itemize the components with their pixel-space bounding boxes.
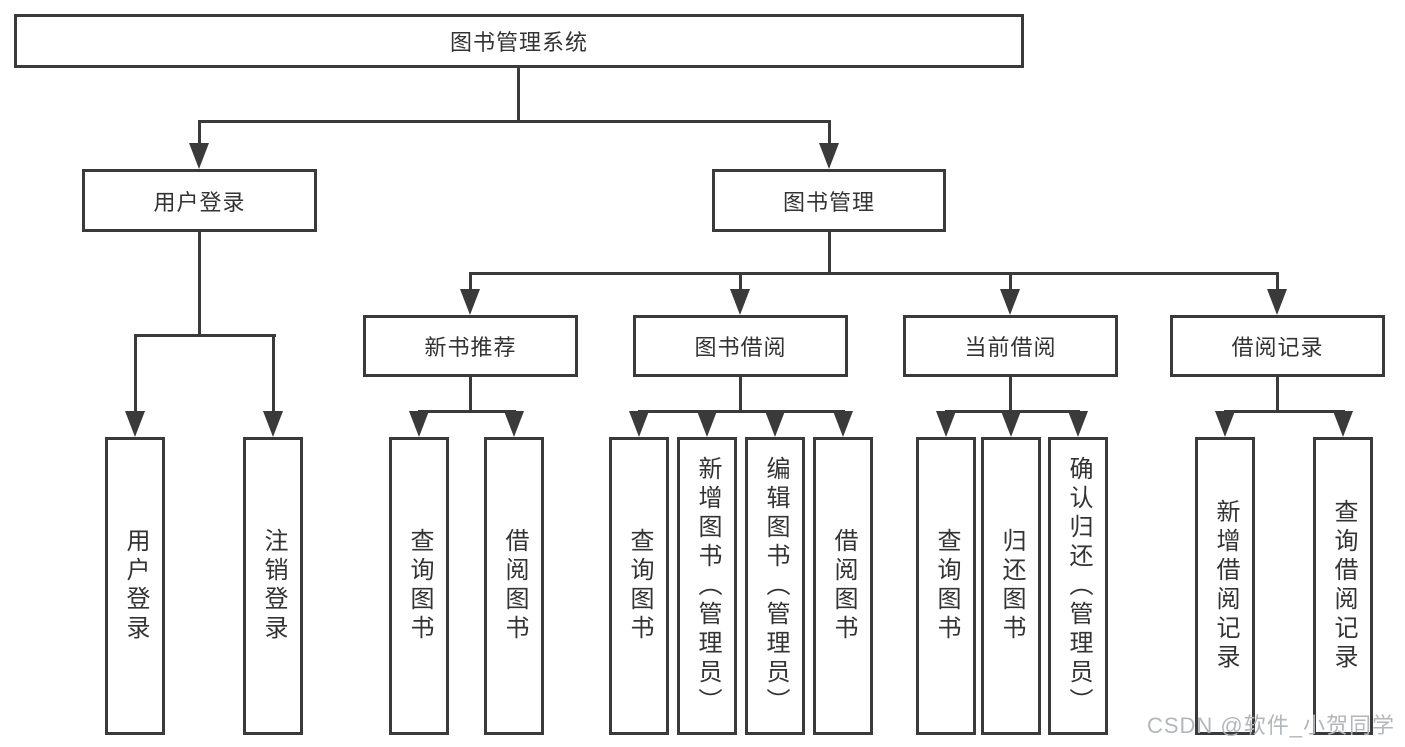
- node-book-management: 图书管理: [712, 169, 946, 232]
- connector-line: [198, 120, 201, 146]
- connector-arrowhead: [125, 411, 145, 437]
- node-borrow-books-recommend: 借阅图书: [484, 437, 544, 735]
- connector-line: [469, 377, 472, 412]
- connector-line: [469, 272, 1279, 275]
- connector-line: [739, 377, 742, 412]
- connector-arrowhead: [1333, 411, 1353, 437]
- connector-arrowhead: [460, 289, 480, 315]
- node-confirm-return-admin: 确认归还（管理员）: [1048, 437, 1108, 735]
- node-login: 用户登录: [105, 437, 165, 735]
- connector-arrowhead: [833, 411, 853, 437]
- connector-arrowhead: [189, 143, 209, 169]
- connector-line: [272, 334, 275, 413]
- connector-line: [1009, 272, 1012, 291]
- connector-line: [1224, 410, 1345, 413]
- connector-arrowhead: [1215, 411, 1235, 437]
- node-borrowing-records: 借阅记录: [1170, 315, 1385, 377]
- connector-arrowhead: [936, 411, 956, 437]
- node-borrow-books: 借阅图书: [813, 437, 873, 735]
- connector-line: [828, 232, 831, 274]
- node-add-books-admin: 新增图书（管理员）: [677, 437, 737, 735]
- node-book-borrowing: 图书借阅: [633, 315, 848, 377]
- connector-arrowhead: [1068, 411, 1088, 437]
- connector-arrowhead: [1267, 289, 1287, 315]
- connector-line: [517, 68, 520, 120]
- connector-line: [638, 410, 845, 413]
- connector-arrowhead: [504, 411, 524, 437]
- connector-arrowhead: [765, 411, 785, 437]
- connector-arrowhead: [409, 411, 429, 437]
- connector-line: [1276, 272, 1279, 291]
- connector-arrowhead: [629, 411, 649, 437]
- node-add-borrow-record: 新增借阅记录: [1195, 437, 1255, 735]
- connector-arrowhead: [819, 143, 839, 169]
- connector-line: [134, 334, 137, 413]
- node-new-book-recommendation: 新书推荐: [363, 315, 578, 377]
- node-library-management-system: 图书管理系统: [14, 14, 1024, 68]
- connector-arrowhead: [1000, 289, 1020, 315]
- connector-line: [739, 272, 742, 291]
- connector-arrowhead: [697, 411, 717, 437]
- node-search-borrow-record: 查询借阅记录: [1313, 437, 1373, 735]
- node-current-borrowing: 当前借阅: [903, 315, 1118, 377]
- connector-line: [469, 272, 472, 291]
- node-user-login: 用户登录: [82, 169, 317, 232]
- node-edit-books-admin: 编辑图书（管理员）: [745, 437, 805, 735]
- connector-line: [198, 232, 201, 335]
- node-return-books: 归还图书: [981, 437, 1041, 735]
- connector-line: [134, 334, 276, 337]
- node-search-books-current: 查询图书: [916, 437, 976, 735]
- node-search-books-borrowing: 查询图书: [609, 437, 669, 735]
- node-logout: 注销登录: [243, 437, 303, 735]
- connector-arrowhead: [1001, 411, 1021, 437]
- connector-line: [1009, 377, 1012, 412]
- connector-line: [1276, 377, 1279, 412]
- connector-line: [828, 120, 831, 146]
- watermark: CSDN @软件_小贺同学: [1146, 713, 1395, 738]
- connector-line: [198, 120, 831, 123]
- node-search-books-recommend: 查询图书: [389, 437, 449, 735]
- connector-arrowhead: [263, 411, 283, 437]
- connector-arrowhead: [730, 289, 750, 315]
- connector-line: [418, 410, 516, 413]
